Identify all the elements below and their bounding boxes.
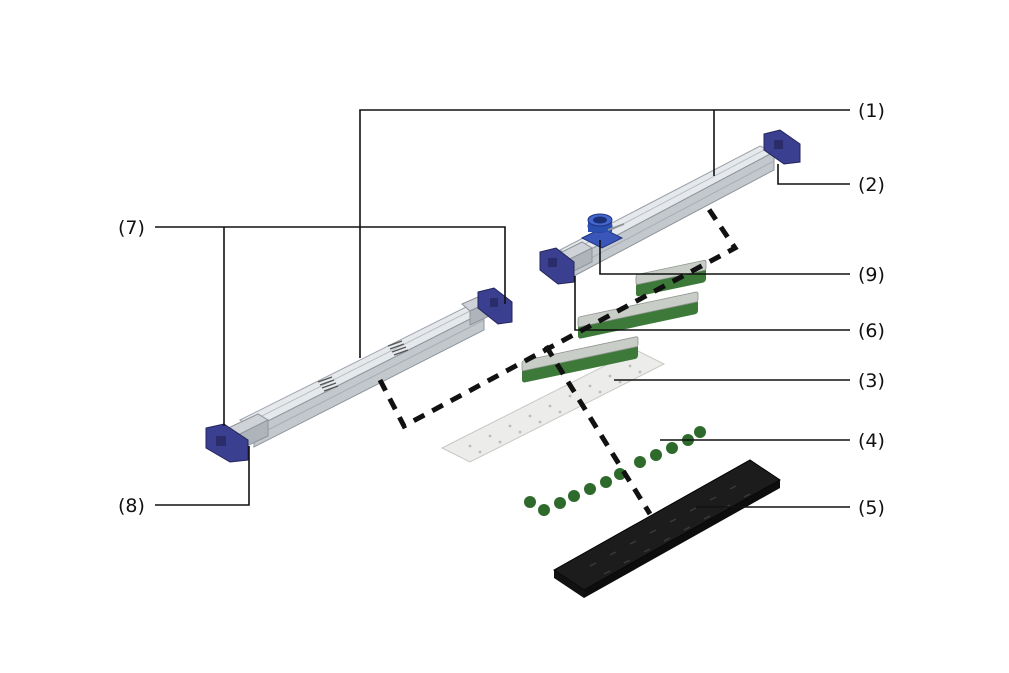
left-rail-vent-rear xyxy=(387,340,409,356)
left-rail-assembly xyxy=(205,287,513,463)
callout-9: (9) xyxy=(858,264,885,286)
leader-6 xyxy=(574,276,850,331)
callout-labels: (1) (2) (9) (6) (3) (4) (5) (7) (8) xyxy=(118,100,885,519)
callout-1: (1) xyxy=(858,100,885,122)
leader-7 xyxy=(155,226,506,304)
left-rail-vent-front xyxy=(317,376,339,392)
right-rail-assembly xyxy=(539,129,801,285)
callout-5: (5) xyxy=(858,497,885,519)
callout-2: (2) xyxy=(858,174,885,196)
callout-4: (4) xyxy=(858,430,885,452)
callout-8: (8) xyxy=(118,495,145,517)
leader-1 xyxy=(359,109,850,358)
assembly-dashed-paths xyxy=(377,203,739,516)
left-rail-top xyxy=(238,304,486,429)
leader-lines xyxy=(155,109,850,508)
callout-6: (6) xyxy=(858,320,885,342)
leader-9 xyxy=(599,240,850,275)
rubber-pad xyxy=(553,459,781,598)
leader-8 xyxy=(155,446,250,506)
callout-3: (3) xyxy=(858,370,885,392)
callout-7: (7) xyxy=(118,217,145,239)
roller-row-back xyxy=(635,259,707,297)
roller-row-front xyxy=(521,336,639,383)
dashed-path-stack xyxy=(543,344,653,516)
left-rail-side xyxy=(253,311,485,448)
dashed-path-rails xyxy=(377,203,739,430)
mount-ring xyxy=(580,213,625,249)
leader-2 xyxy=(777,164,850,185)
